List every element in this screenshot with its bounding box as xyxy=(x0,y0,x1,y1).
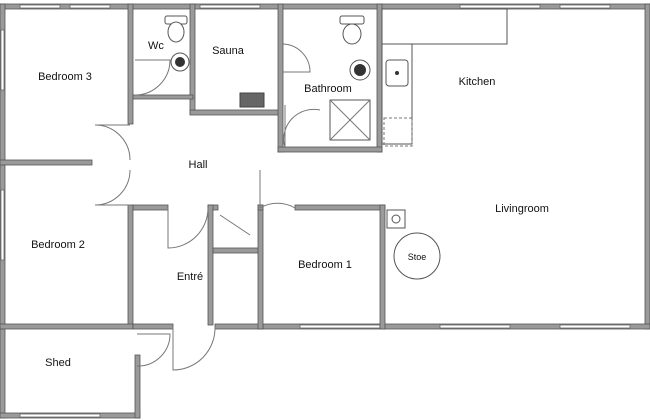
room-label-shed: Shed xyxy=(45,357,71,369)
fixtures xyxy=(164,8,508,280)
sink-icon xyxy=(349,59,371,81)
kitchen-counter xyxy=(381,8,508,45)
room-label-bedroom1: Bedroom 1 xyxy=(298,259,352,271)
doors xyxy=(94,43,321,371)
closet-hatch xyxy=(219,214,251,236)
stove-icon xyxy=(393,232,441,280)
chimney-icon xyxy=(386,209,406,229)
room-label-hall: Hall xyxy=(189,159,208,171)
cabinet xyxy=(383,117,413,147)
room-labels: Bedroom 3 Wc Sauna Bathroom Kitchen Hall… xyxy=(31,40,549,369)
room-label-wc: Wc xyxy=(148,40,164,52)
sink-icon xyxy=(385,59,409,87)
room-label-bedroom3: Bedroom 3 xyxy=(38,71,92,83)
room-label-bedroom2: Bedroom 2 xyxy=(31,239,85,251)
room-label-bathroom: Bathroom xyxy=(304,83,352,95)
stove-label: Stoe xyxy=(408,252,427,262)
outer-walls xyxy=(0,3,650,419)
sauna-heater-icon xyxy=(239,92,265,108)
room-label-livingroom: Livingroom xyxy=(495,203,549,215)
room-label-sauna: Sauna xyxy=(212,45,245,57)
toilet-icon xyxy=(164,15,188,43)
sink-icon xyxy=(170,52,190,72)
interior-walls xyxy=(0,3,386,330)
kitchen-counter xyxy=(381,43,413,145)
room-label-kitchen: Kitchen xyxy=(459,76,496,88)
room-label-entre: Entré xyxy=(177,271,203,283)
toilet-icon xyxy=(339,15,365,45)
shower-icon xyxy=(329,99,371,141)
